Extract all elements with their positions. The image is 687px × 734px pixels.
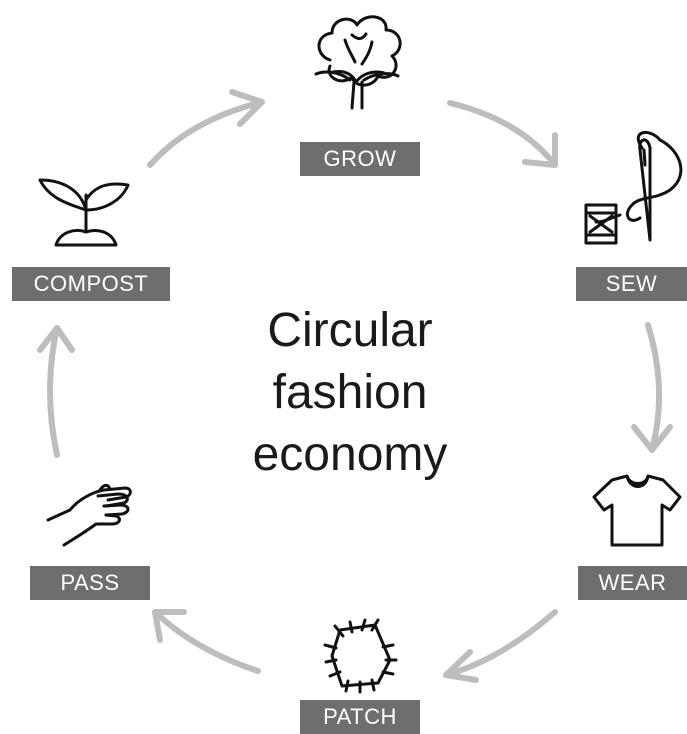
stage-label-pass: PASS (30, 566, 150, 600)
arrow-patch-to-pass (152, 609, 261, 674)
stage-label-sew: SEW (576, 267, 687, 301)
open-hand-icon (46, 483, 132, 547)
title-line-3: economy (252, 428, 448, 481)
sprout-icon (38, 178, 130, 247)
arrow-wear-to-patch (443, 609, 558, 683)
arrow-grow-to-sew (447, 100, 558, 168)
stage-label-compost: COMPOST (12, 267, 170, 301)
stage-label-patch: PATCH (300, 700, 420, 734)
stage-label-grow: GROW (300, 142, 420, 176)
title-line-1: Circular (267, 304, 433, 357)
stage-label-wear: WEAR (578, 566, 687, 600)
title-line-2: fashion (272, 366, 428, 419)
t-shirt-icon (592, 474, 682, 547)
arrow-pass-to-compost (37, 325, 75, 458)
diagram-title: Circular fashion economy (190, 300, 510, 486)
cotton-boll-icon (314, 15, 402, 110)
arrow-sew-to-wear (631, 322, 673, 453)
arrow-compost-to-grow (147, 89, 265, 168)
patch-icon (323, 618, 398, 694)
needle-thread-spool-icon (584, 131, 683, 245)
